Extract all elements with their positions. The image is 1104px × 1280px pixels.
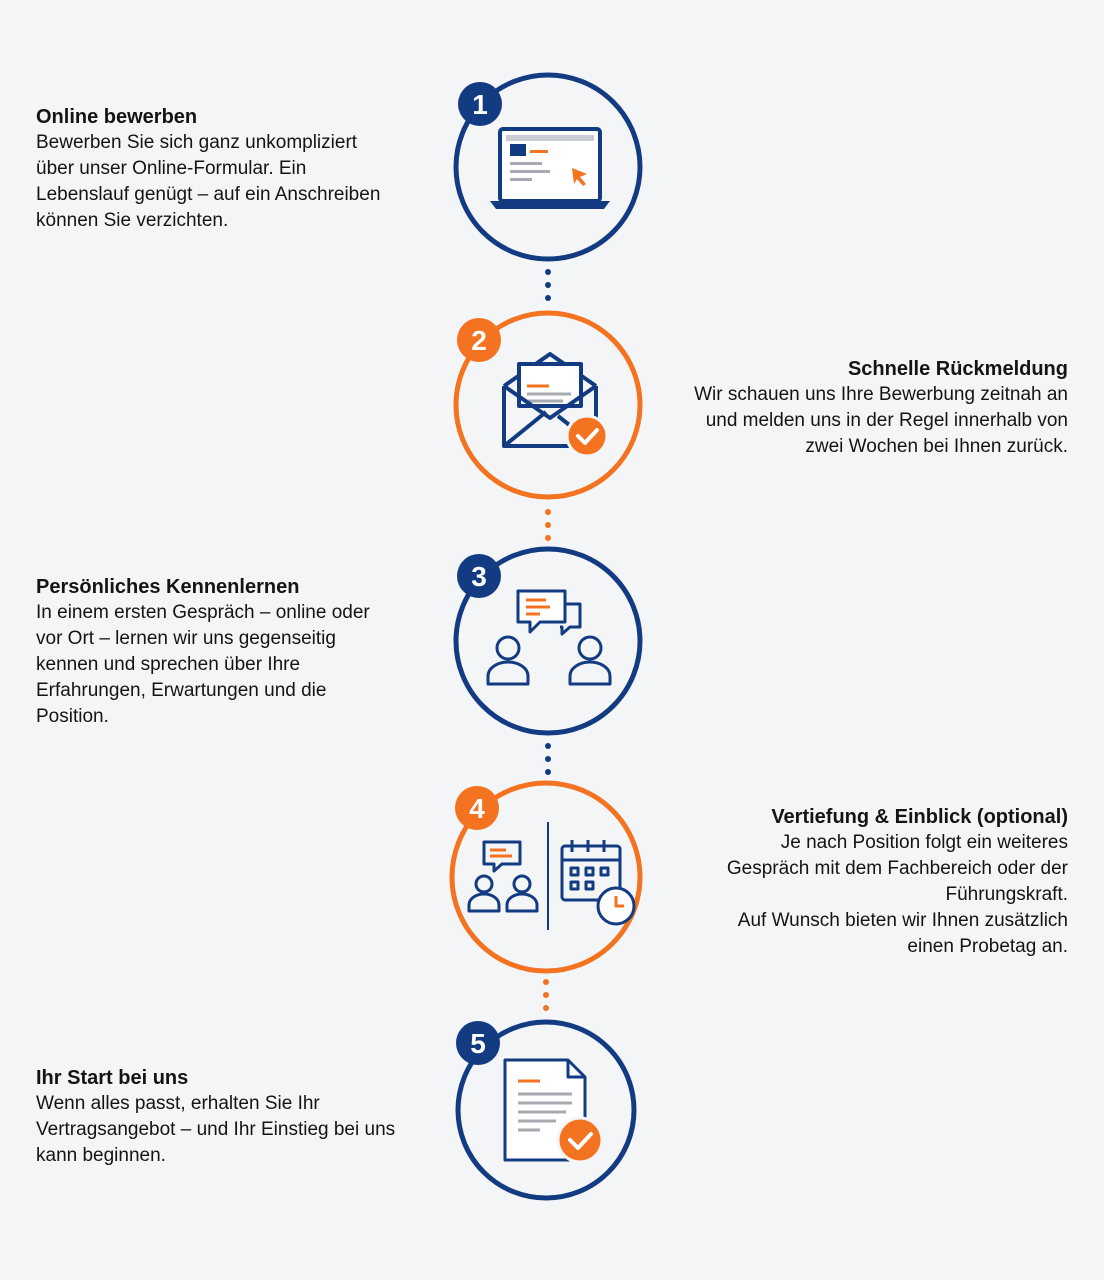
step-2-node: 2 (453, 310, 643, 500)
step-1-text: Online bewerben Bewerben Sie sich ganz u… (36, 104, 426, 234)
step-4-text: Vertiefung & Einblick (optional) Je nach… (668, 804, 1068, 960)
step-4-ring (449, 780, 643, 974)
step-3-text: Persönliches Kennenlernen In einem erste… (36, 574, 426, 730)
step-5-line: Wenn alles passt, erhalten Sie Ihr (36, 1093, 320, 1114)
connector-1-2 (545, 269, 551, 301)
step-2-title: Schnelle Rückmeldung (847, 358, 1068, 380)
step-3-line: In einem ersten Gespräch – online oder (36, 602, 370, 623)
step-4-line: Führungskraft. (945, 884, 1069, 905)
step-1-line: Lebenslauf genügt – auf ein Anschreiben (36, 184, 381, 205)
step-3-badge (457, 554, 501, 598)
step-5-title: Ihr Start bei uns (36, 1067, 189, 1089)
step-2-line: und melden uns in der Regel innerhalb vo… (705, 410, 1068, 431)
step-5-line: Vertragsangebot – und Ihr Einstieg bei u… (36, 1119, 396, 1140)
step-1-line: über unser Online-Formular. Ein (36, 158, 307, 179)
step-3-line: vor Ort – lernen wir uns gegenseitig (36, 628, 336, 649)
step-2-ring (453, 310, 643, 500)
step-4-line: Gespräch mit dem Fachbereich oder der (726, 858, 1068, 879)
step-5-description: Wenn alles passt, erhalten Sie Ihr Vertr… (36, 1091, 426, 1169)
step-5-badge (456, 1021, 500, 1065)
step-3-line: Erfahrungen, Erwartungen und die (36, 680, 327, 701)
step-1-line: Bewerben Sie sich ganz unkompliziert (36, 132, 358, 153)
step-1-line: können Sie verzichten. (36, 210, 229, 231)
step-4-line: einen Probetag an. (907, 936, 1068, 957)
connector-3-4 (545, 743, 551, 775)
step-2-text: Schnelle Rückmeldung Wir schauen uns Ihr… (668, 356, 1068, 460)
step-1-number: 1 (472, 89, 488, 120)
contract-check-icon (503, 1058, 604, 1164)
step-1-node: 1 (453, 72, 643, 262)
laptop-form-icon (490, 127, 610, 209)
step-2-line: Wir schauen uns Ihre Bewerbung zeitnah a… (694, 384, 1068, 405)
step-2-number: 2 (471, 325, 487, 356)
step-4-badge (455, 786, 499, 830)
check-badge-icon (565, 414, 609, 458)
step-1-title: Online bewerben (36, 106, 198, 128)
step-3-title: Persönliches Kennenlernen (36, 576, 300, 598)
step-2-description: Wir schauen uns Ihre Bewerbung zeitnah a… (668, 382, 1068, 460)
step-4-line: Auf Wunsch bieten wir Ihnen zusätzlich (737, 910, 1068, 931)
step-4-description: Je nach Position folgt ein weiteres Gesp… (668, 830, 1068, 960)
step-1-ring (453, 72, 643, 262)
step-5-text: Ihr Start bei uns Wenn alles passt, erha… (36, 1065, 426, 1169)
step-2-line: zwei Wochen bei Ihnen zurück. (805, 436, 1068, 457)
step-3-line: Position. (36, 706, 109, 727)
step-4-title: Vertiefung & Einblick (optional) (771, 806, 1068, 828)
step-4-line: Je nach Position folgt ein weiteres (780, 832, 1068, 853)
step-1-badge (458, 82, 502, 126)
connector-2-3 (545, 509, 551, 541)
step-3-node: 3 (453, 546, 643, 736)
step-5-line: kann beginnen. (36, 1145, 166, 1166)
step-1-description: Bewerben Sie sich ganz unkompliziert übe… (36, 130, 426, 234)
step-5-number: 5 (470, 1028, 486, 1059)
step-3-ring (453, 546, 643, 736)
conversation-icon (486, 589, 612, 686)
step-3-line: kennen und sprechen über Ihre (36, 654, 301, 675)
step-5-node: 5 (455, 1019, 637, 1201)
step-4-node: 4 (449, 780, 643, 974)
step-2-badge (457, 318, 501, 362)
meeting-calendar-icon (467, 822, 636, 930)
connector-4-5 (543, 979, 549, 1011)
step-3-description: In einem ersten Gespräch – online oder v… (36, 600, 426, 730)
step-3-number: 3 (471, 561, 487, 592)
step-5-ring (455, 1019, 637, 1201)
step-4-number: 4 (469, 793, 485, 824)
